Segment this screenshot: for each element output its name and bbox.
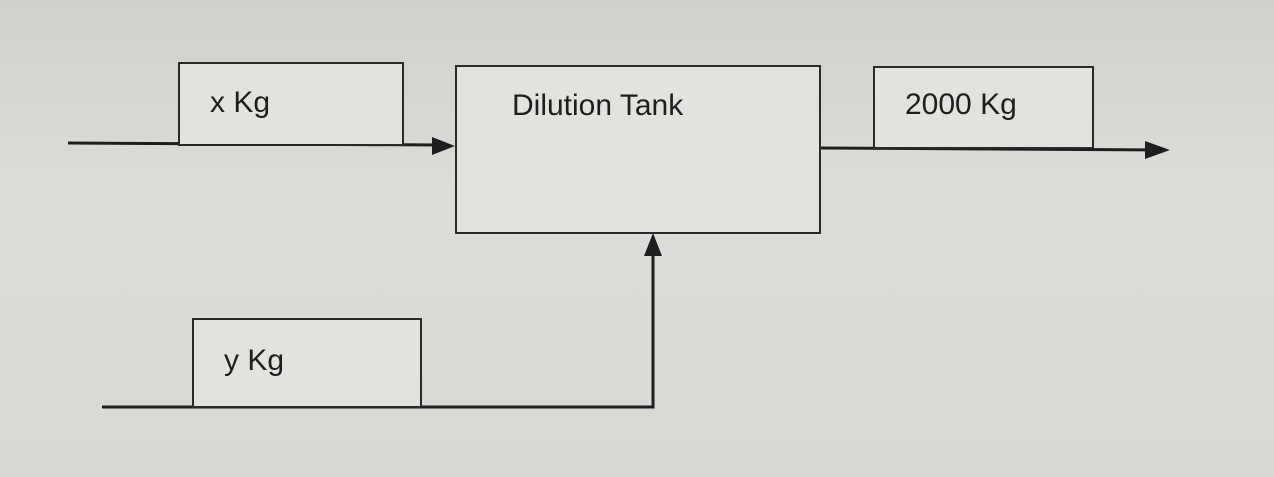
output-label: 2000 Kg: [905, 88, 1017, 121]
output-box: 2000 Kg: [873, 66, 1094, 149]
input-x-label: x Kg: [210, 86, 271, 119]
input-x-box: x Kg: [178, 62, 404, 146]
input-y-label: y Kg: [224, 344, 285, 377]
arrow-head-output: [1145, 141, 1170, 159]
input-y-box: y Kg: [192, 318, 422, 408]
arrow-head-x: [432, 137, 455, 155]
dilution-tank-label: Dilution Tank: [512, 89, 684, 122]
dilution-tank-box: Dilution Tank: [455, 65, 821, 234]
arrow-head-y: [644, 233, 662, 256]
